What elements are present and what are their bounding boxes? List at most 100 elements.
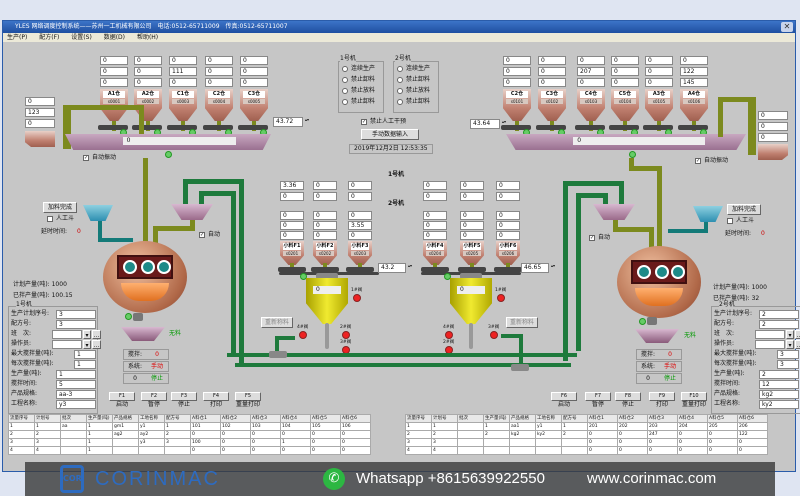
column-header[interactable]: A料仓1 xyxy=(587,414,618,423)
column-header[interactable]: 流量序号 xyxy=(405,414,432,423)
value-field[interactable]: 0 xyxy=(496,181,520,190)
silo-value-field[interactable]: 0 xyxy=(680,56,708,65)
key-button[interactable]: F5 xyxy=(235,392,261,401)
silo-value-field[interactable]: 0 xyxy=(169,78,197,87)
manual-bucket-checkbox[interactable]: 人工斗 xyxy=(47,215,74,223)
silo-value-field[interactable]: 0 xyxy=(645,67,673,76)
text-field[interactable]: 5 xyxy=(56,380,96,389)
scale-spinbox[interactable]: 43.2 xyxy=(378,263,413,273)
value-field[interactable]: 0 xyxy=(348,211,372,220)
value-field[interactable]: 0 xyxy=(313,192,337,201)
checkbox[interactable]: ✓ xyxy=(589,234,595,241)
manual-bucket-checkbox[interactable]: 人工斗 xyxy=(727,217,754,225)
side-silo-value[interactable]: 0 xyxy=(758,133,788,142)
value-field[interactable]: 0 xyxy=(348,181,372,190)
silo-value-field[interactable]: 0 xyxy=(205,56,233,65)
browse-button[interactable]: ... xyxy=(92,330,101,339)
silo-value-field[interactable]: 0 xyxy=(503,78,531,87)
checkbox[interactable]: ✓ xyxy=(695,157,701,164)
browse-button[interactable]: ... xyxy=(795,330,800,339)
silo-value-field[interactable]: 0 xyxy=(645,78,673,87)
silo-value-field[interactable]: 0 xyxy=(169,56,197,65)
key-button[interactable]: F8 xyxy=(615,392,641,401)
valve[interactable] xyxy=(497,294,505,302)
silo-value-field[interactable]: 0 xyxy=(538,67,566,76)
column-header[interactable]: A料仓6 xyxy=(737,414,768,423)
text-field[interactable]: 2 xyxy=(759,310,799,319)
combo-field[interactable] xyxy=(52,340,82,349)
text-field[interactable]: 3 xyxy=(56,320,96,329)
silo-value-field[interactable]: 0 xyxy=(100,78,128,87)
radio-button[interactable] xyxy=(397,98,403,105)
option-radio[interactable]: 禁止卸料 xyxy=(342,76,375,84)
silo-value-field[interactable]: 0 xyxy=(205,78,233,87)
value-field[interactable]: 0 xyxy=(313,221,337,230)
value-field[interactable]: 0 xyxy=(496,211,520,220)
silo-value-field[interactable]: 0 xyxy=(503,56,531,65)
key-button[interactable]: F6 xyxy=(551,392,577,401)
scale-spinbox[interactable]: 43.64 xyxy=(470,119,507,129)
value-field[interactable]: 0 xyxy=(313,231,337,240)
dropdown-arrow[interactable]: ▾ xyxy=(786,340,794,349)
value-field[interactable]: 0 xyxy=(280,231,304,240)
combo-field[interactable] xyxy=(52,330,82,339)
checkbox[interactable]: ✓ xyxy=(83,154,89,161)
text-field[interactable]: 1 xyxy=(56,370,96,379)
column-header[interactable]: A料仓2 xyxy=(617,414,648,423)
value-field[interactable]: 0 xyxy=(423,192,447,201)
checkbox[interactable] xyxy=(727,217,733,224)
value-field[interactable]: 0 xyxy=(280,192,304,201)
column-header[interactable]: 流量序号 xyxy=(8,414,35,423)
radio-button[interactable] xyxy=(342,98,348,105)
key-button[interactable]: F1 xyxy=(109,392,135,401)
column-header[interactable]: A料仓1 xyxy=(190,414,221,423)
valve[interactable] xyxy=(342,331,350,339)
option-radio[interactable]: 连续生产 xyxy=(397,65,430,73)
text-field[interactable]: 1 xyxy=(74,350,96,359)
option-radio[interactable]: 禁止放料 xyxy=(342,87,375,95)
dropdown-arrow[interactable]: ▾ xyxy=(786,330,794,339)
column-header[interactable]: 计划号 xyxy=(34,414,61,423)
silo-value-field[interactable]: 0 xyxy=(205,67,233,76)
value-field[interactable]: 0 xyxy=(313,211,337,220)
radio-button[interactable] xyxy=(397,87,403,94)
option-radio[interactable]: 禁止卸料 xyxy=(397,98,430,106)
menu-settings[interactable]: 设置(S) xyxy=(71,34,92,41)
value-field[interactable]: 0 xyxy=(460,181,484,190)
text-field[interactable]: ky2 xyxy=(759,400,799,409)
side-silo-value[interactable]: 0 xyxy=(25,119,55,128)
value-field[interactable]: 0 xyxy=(348,192,372,201)
column-header[interactable]: 计划号 xyxy=(431,414,458,423)
text-field[interactable]: 1 xyxy=(74,360,96,369)
valve[interactable] xyxy=(445,331,453,339)
text-field[interactable]: 2 xyxy=(759,320,799,329)
column-header[interactable]: A料仓5 xyxy=(310,414,341,423)
value-field[interactable]: 0 xyxy=(496,192,520,201)
column-header[interactable]: 工地名称 xyxy=(138,414,165,423)
manual-input-button[interactable]: 手动数据输入 xyxy=(361,129,419,140)
key-button[interactable]: F9 xyxy=(649,392,675,401)
option-radio[interactable]: 禁止放料 xyxy=(397,87,430,95)
column-header[interactable]: 批次 xyxy=(60,414,87,423)
silo-value-field[interactable]: 0 xyxy=(134,67,162,76)
valve[interactable] xyxy=(299,331,307,339)
column-header[interactable]: A料仓4 xyxy=(677,414,708,423)
valve[interactable] xyxy=(490,331,498,339)
value-field[interactable]: 0 xyxy=(460,221,484,230)
value-field[interactable]: 0 xyxy=(423,211,447,220)
value-field[interactable]: 0 xyxy=(423,221,447,230)
key-button[interactable]: F3 xyxy=(171,392,197,401)
silo-value-field[interactable]: 0 xyxy=(134,56,162,65)
scale-spinbox[interactable]: 43.72 xyxy=(273,117,310,127)
